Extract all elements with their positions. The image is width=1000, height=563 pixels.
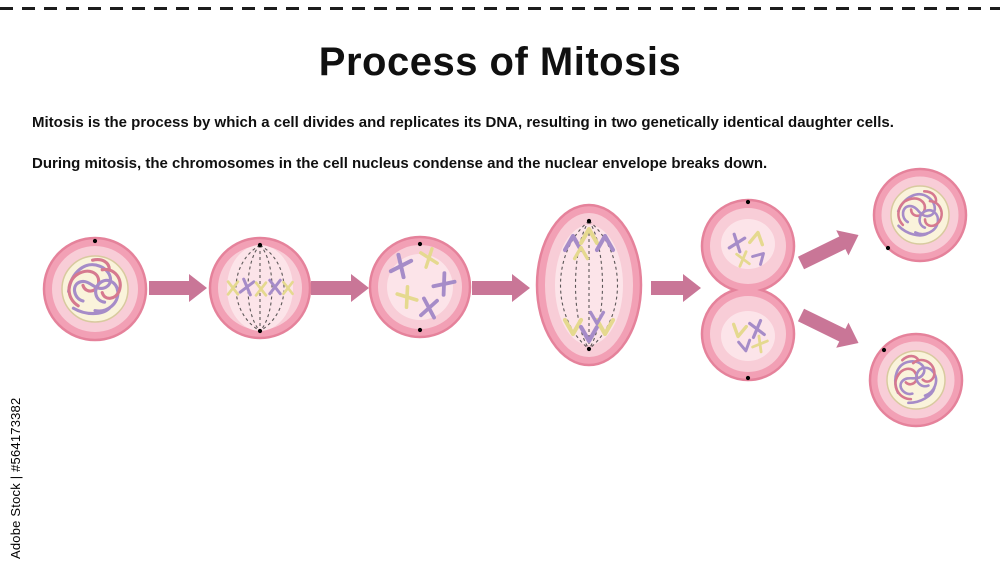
arrow-1-icon [149,274,207,302]
page-title: Process of Mitosis [318,40,682,84]
stage-interphase-cell [42,235,148,342]
arrow-3-icon [472,274,530,302]
daughter-cell-bottom [868,332,964,428]
stage-telophase-cytokinesis-cell [700,196,796,384]
arrow-4-icon [651,274,701,302]
stage-prophase-spindle-cell [208,236,312,340]
arrow-to-top-daughter-icon [797,230,859,270]
watermark-dashed-border [0,7,1000,10]
description-line-2: During mitosis, the chromosomes in the c… [32,155,768,172]
arrow-2-icon [311,274,369,302]
stage-prometaphase-cell [368,235,472,339]
arrow-to-bottom-daughter-icon [797,308,859,348]
stage-anaphase-cell [535,203,643,367]
description-line-1: Mitosis is the process by which a cell d… [32,114,894,131]
daughter-cell-top [872,167,968,263]
